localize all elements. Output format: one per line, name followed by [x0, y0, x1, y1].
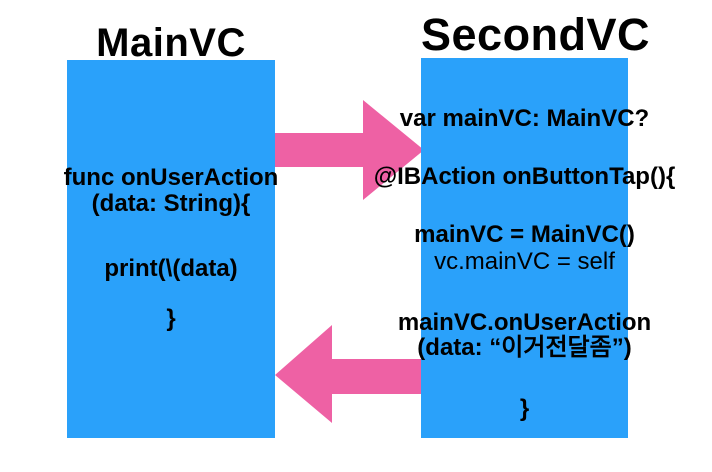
mainvc-code-line-2: (data: String){: [91, 190, 251, 217]
mainvc-title: MainVC: [96, 21, 246, 65]
main-to-second-arrow-icon: [275, 100, 424, 200]
mainvc-box: func onUserAction (data: String){ print(…: [64, 60, 278, 438]
mainvc-code-line-3: print(\(data): [104, 255, 238, 282]
secondvc-code-line-2: @IBAction onButtonTap(){: [373, 163, 676, 190]
secondvc-title: SecondVC: [421, 9, 651, 60]
mainvc-code-line-1: func onUserAction: [63, 164, 279, 191]
secondvc-code-line-5: mainVC.onUserAction: [397, 309, 652, 336]
secondvc-code-line-6: (data: “이거전달좀”): [417, 334, 632, 361]
second-to-main-arrow-icon: [275, 325, 421, 423]
secondvc-code-line-1: var mainVC: MainVC?: [399, 105, 650, 132]
secondvc-code-line-4: vc.mainVC = self: [434, 248, 615, 275]
secondvc-code-line-7: }: [519, 395, 530, 422]
secondvc-box: var mainVC: MainVC? @IBAction onButtonTa…: [374, 58, 675, 438]
mainvc-code-line-4: }: [166, 305, 176, 332]
secondvc-code-line-3: mainVC = MainVC(): [414, 221, 635, 248]
